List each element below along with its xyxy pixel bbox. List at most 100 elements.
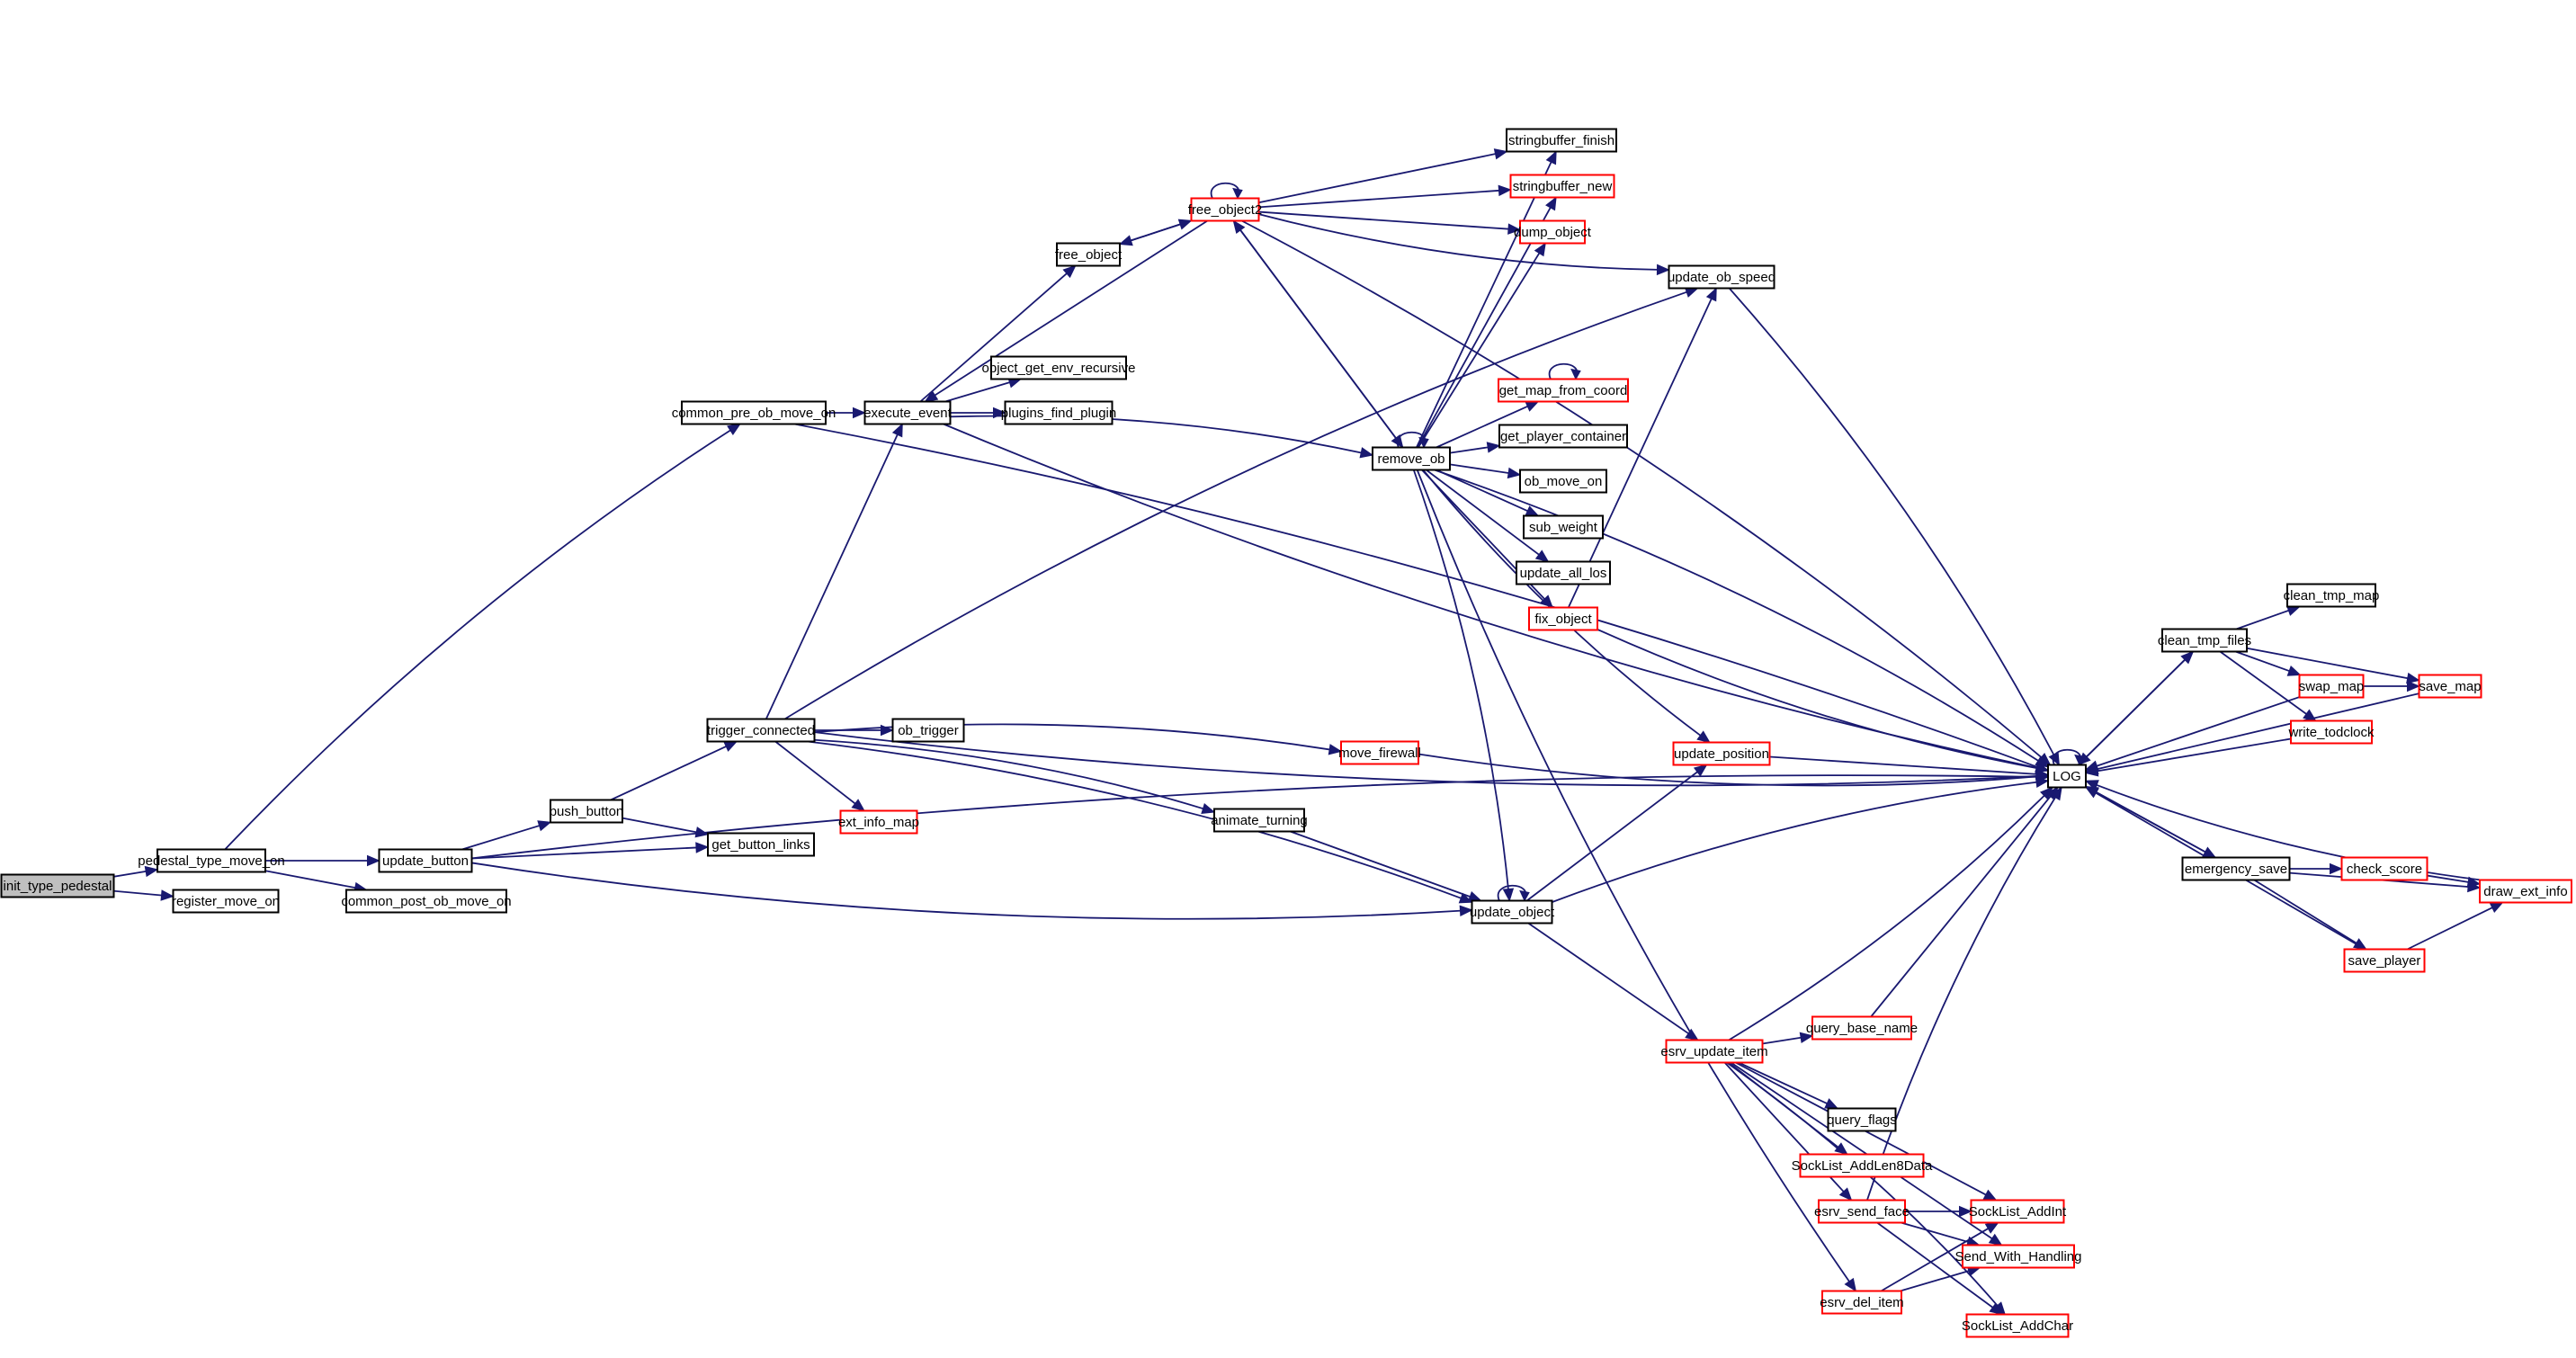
edge-update_position-to-LOG bbox=[1769, 755, 2050, 780]
node-update_all_los[interactable]: update_all_los bbox=[1516, 560, 1611, 585]
edge-free_object2-to-execute_event bbox=[924, 219, 1208, 403]
node-get_button_links[interactable]: get_button_links bbox=[707, 832, 815, 857]
node-LOG[interactable]: LOG bbox=[2047, 764, 2087, 789]
node-remove_ob[interactable]: remove_ob bbox=[1372, 446, 1451, 471]
edge-free_object2-to-free_object bbox=[1118, 219, 1192, 246]
node-object_get_env_recursive[interactable]: object_get_env_recursive bbox=[982, 355, 1136, 380]
node-label: ext_info_map bbox=[838, 815, 919, 830]
edge-line bbox=[807, 740, 1462, 899]
node-get_map_from_coord[interactable]: get_map_from_coord bbox=[1498, 378, 1629, 403]
node-animate_turning[interactable]: animate_turning bbox=[1211, 808, 1308, 833]
arrowhead bbox=[1844, 1277, 1857, 1292]
node-box bbox=[891, 718, 965, 743]
node-box bbox=[706, 718, 816, 743]
node-query_base_name[interactable]: query_base_name bbox=[1806, 1015, 1918, 1041]
node-label: esrv_send_face bbox=[1814, 1204, 1910, 1220]
node-plugins_find_plugin[interactable]: plugins_find_plugin bbox=[1001, 400, 1116, 425]
node-box bbox=[1372, 446, 1451, 471]
node-update_ob_speed[interactable]: update_ob_speed bbox=[1668, 264, 1775, 290]
node-write_todclock[interactable]: write_todclock bbox=[2287, 719, 2375, 745]
node-sub_weight[interactable]: sub_weight bbox=[1523, 514, 1604, 540]
edge-clean_tmp_files-to-swap_map bbox=[2235, 650, 2302, 676]
node-box bbox=[157, 848, 266, 873]
node-label: init_type_pedestal bbox=[4, 879, 112, 894]
node-label: SockList_AddLen8Data bbox=[1792, 1158, 1933, 1174]
arrowhead bbox=[1824, 1098, 1839, 1110]
node-label: free_object bbox=[1055, 247, 1123, 263]
node-ext_info_map[interactable]: ext_info_map bbox=[838, 809, 919, 835]
edge-push_button-to-trigger_connected bbox=[610, 740, 738, 801]
node-swap_map[interactable]: swap_map bbox=[2298, 674, 2365, 699]
edge-line bbox=[794, 423, 2039, 768]
arrowhead bbox=[1799, 1032, 1814, 1044]
node-get_player_container[interactable]: get_player_container bbox=[1498, 424, 1628, 449]
arrowhead bbox=[1493, 148, 1508, 160]
node-SockList_AddInt[interactable]: SockList_AddInt bbox=[1969, 1199, 2067, 1224]
edge-line bbox=[944, 381, 1011, 403]
node-esrv_del_item[interactable]: esrv_del_item bbox=[1820, 1290, 1904, 1315]
node-ob_trigger[interactable]: ob_trigger bbox=[891, 718, 965, 743]
node-emergency_save[interactable]: emergency_save bbox=[2181, 856, 2291, 881]
arrowhead bbox=[1486, 442, 1501, 453]
edge-line bbox=[1726, 1061, 1999, 1308]
node-common_post_ob_move_on[interactable]: common_post_ob_move_on bbox=[341, 889, 512, 914]
node-trigger_connected[interactable]: trigger_connected bbox=[706, 718, 816, 743]
node-save_player[interactable]: save_player bbox=[2343, 948, 2426, 973]
node-clean_tmp_map[interactable]: clean_tmp_map bbox=[2284, 583, 2380, 608]
node-label: push_button bbox=[550, 804, 624, 819]
edge-line bbox=[264, 870, 356, 889]
node-stringbuffer_new[interactable]: stringbuffer_new bbox=[1509, 174, 1615, 199]
arrowhead bbox=[2048, 751, 2060, 766]
node-pedestal_type_move_on[interactable]: pedestal_type_move_on bbox=[138, 848, 285, 873]
arrowhead bbox=[1693, 764, 1708, 777]
node-move_firewall[interactable]: move_firewall bbox=[1338, 740, 1421, 765]
node-free_object[interactable]: free_object bbox=[1055, 242, 1123, 267]
node-common_pre_ob_move_on[interactable]: common_pre_ob_move_on bbox=[672, 400, 836, 425]
node-esrv_update_item[interactable]: esrv_update_item bbox=[1660, 1039, 1768, 1064]
edge-line bbox=[784, 290, 1688, 720]
node-execute_event[interactable]: execute_event bbox=[863, 400, 953, 425]
node-clean_tmp_files[interactable]: clean_tmp_files bbox=[2158, 628, 2251, 653]
node-label: get_map_from_coord bbox=[1499, 383, 1628, 398]
node-free_object2[interactable]: free_object2 bbox=[1188, 197, 1263, 222]
node-update_object[interactable]: update_object bbox=[1470, 899, 1555, 925]
arrowhead bbox=[2286, 666, 2302, 676]
edge-update_button-to-update_object bbox=[471, 862, 1473, 920]
arrowhead bbox=[891, 423, 903, 438]
node-ob_move_on[interactable]: ob_move_on bbox=[1519, 469, 1607, 494]
node-label: stringbuffer_finish bbox=[1508, 133, 1614, 148]
node-update_position[interactable]: update_position bbox=[1672, 741, 1771, 766]
node-box bbox=[1516, 560, 1611, 585]
node-Send_With_Handling[interactable]: Send_With_Handling bbox=[1955, 1244, 2082, 1269]
node-fix_object[interactable]: fix_object bbox=[1528, 606, 1598, 631]
edges-layer bbox=[113, 148, 2504, 1316]
node-query_flags[interactable]: query_flags bbox=[1827, 1107, 1897, 1132]
edge-update_object-to-update_position bbox=[1526, 764, 1708, 902]
node-label: remove_ob bbox=[1377, 451, 1445, 467]
node-esrv_send_face[interactable]: esrv_send_face bbox=[1814, 1199, 1910, 1224]
node-check_score[interactable]: check_score bbox=[2340, 856, 2428, 881]
arrowhead bbox=[1570, 368, 1581, 380]
node-init_type_pedestal[interactable]: init_type_pedestal bbox=[0, 873, 115, 898]
node-SockList_AddChar[interactable]: SockList_AddChar bbox=[1962, 1313, 2073, 1338]
arrowhead bbox=[1062, 264, 1077, 279]
arrowhead bbox=[1502, 888, 1515, 902]
node-register_move_on[interactable]: register_move_on bbox=[172, 889, 280, 914]
nodes-layer: init_type_pedestalpedestal_type_move_onr… bbox=[0, 128, 2572, 1338]
node-stringbuffer_finish[interactable]: stringbuffer_finish bbox=[1506, 128, 1617, 153]
node-update_button[interactable]: update_button bbox=[378, 848, 473, 873]
arrowhead bbox=[1359, 447, 1374, 459]
node-box bbox=[2340, 856, 2428, 881]
edge-emergency_save-to-save_player bbox=[2253, 879, 2367, 951]
node-push_button[interactable]: push_button bbox=[550, 799, 624, 824]
arrowhead bbox=[1232, 187, 1243, 200]
edge-free_object2-to-update_ob_speed bbox=[1258, 213, 1670, 276]
arrowhead bbox=[1534, 242, 1546, 257]
node-draw_ext_info[interactable]: draw_ext_info bbox=[2479, 879, 2572, 904]
node-save_map[interactable]: save_map bbox=[2418, 674, 2482, 699]
edge-execute_event-to-LOG bbox=[943, 423, 2050, 773]
node-dump_object[interactable]: dump_object bbox=[1514, 219, 1592, 245]
edge-line bbox=[1728, 794, 2046, 1041]
node-SockList_AddLen8Data[interactable]: SockList_AddLen8Data bbox=[1792, 1153, 1933, 1178]
arrowhead bbox=[727, 423, 741, 436]
